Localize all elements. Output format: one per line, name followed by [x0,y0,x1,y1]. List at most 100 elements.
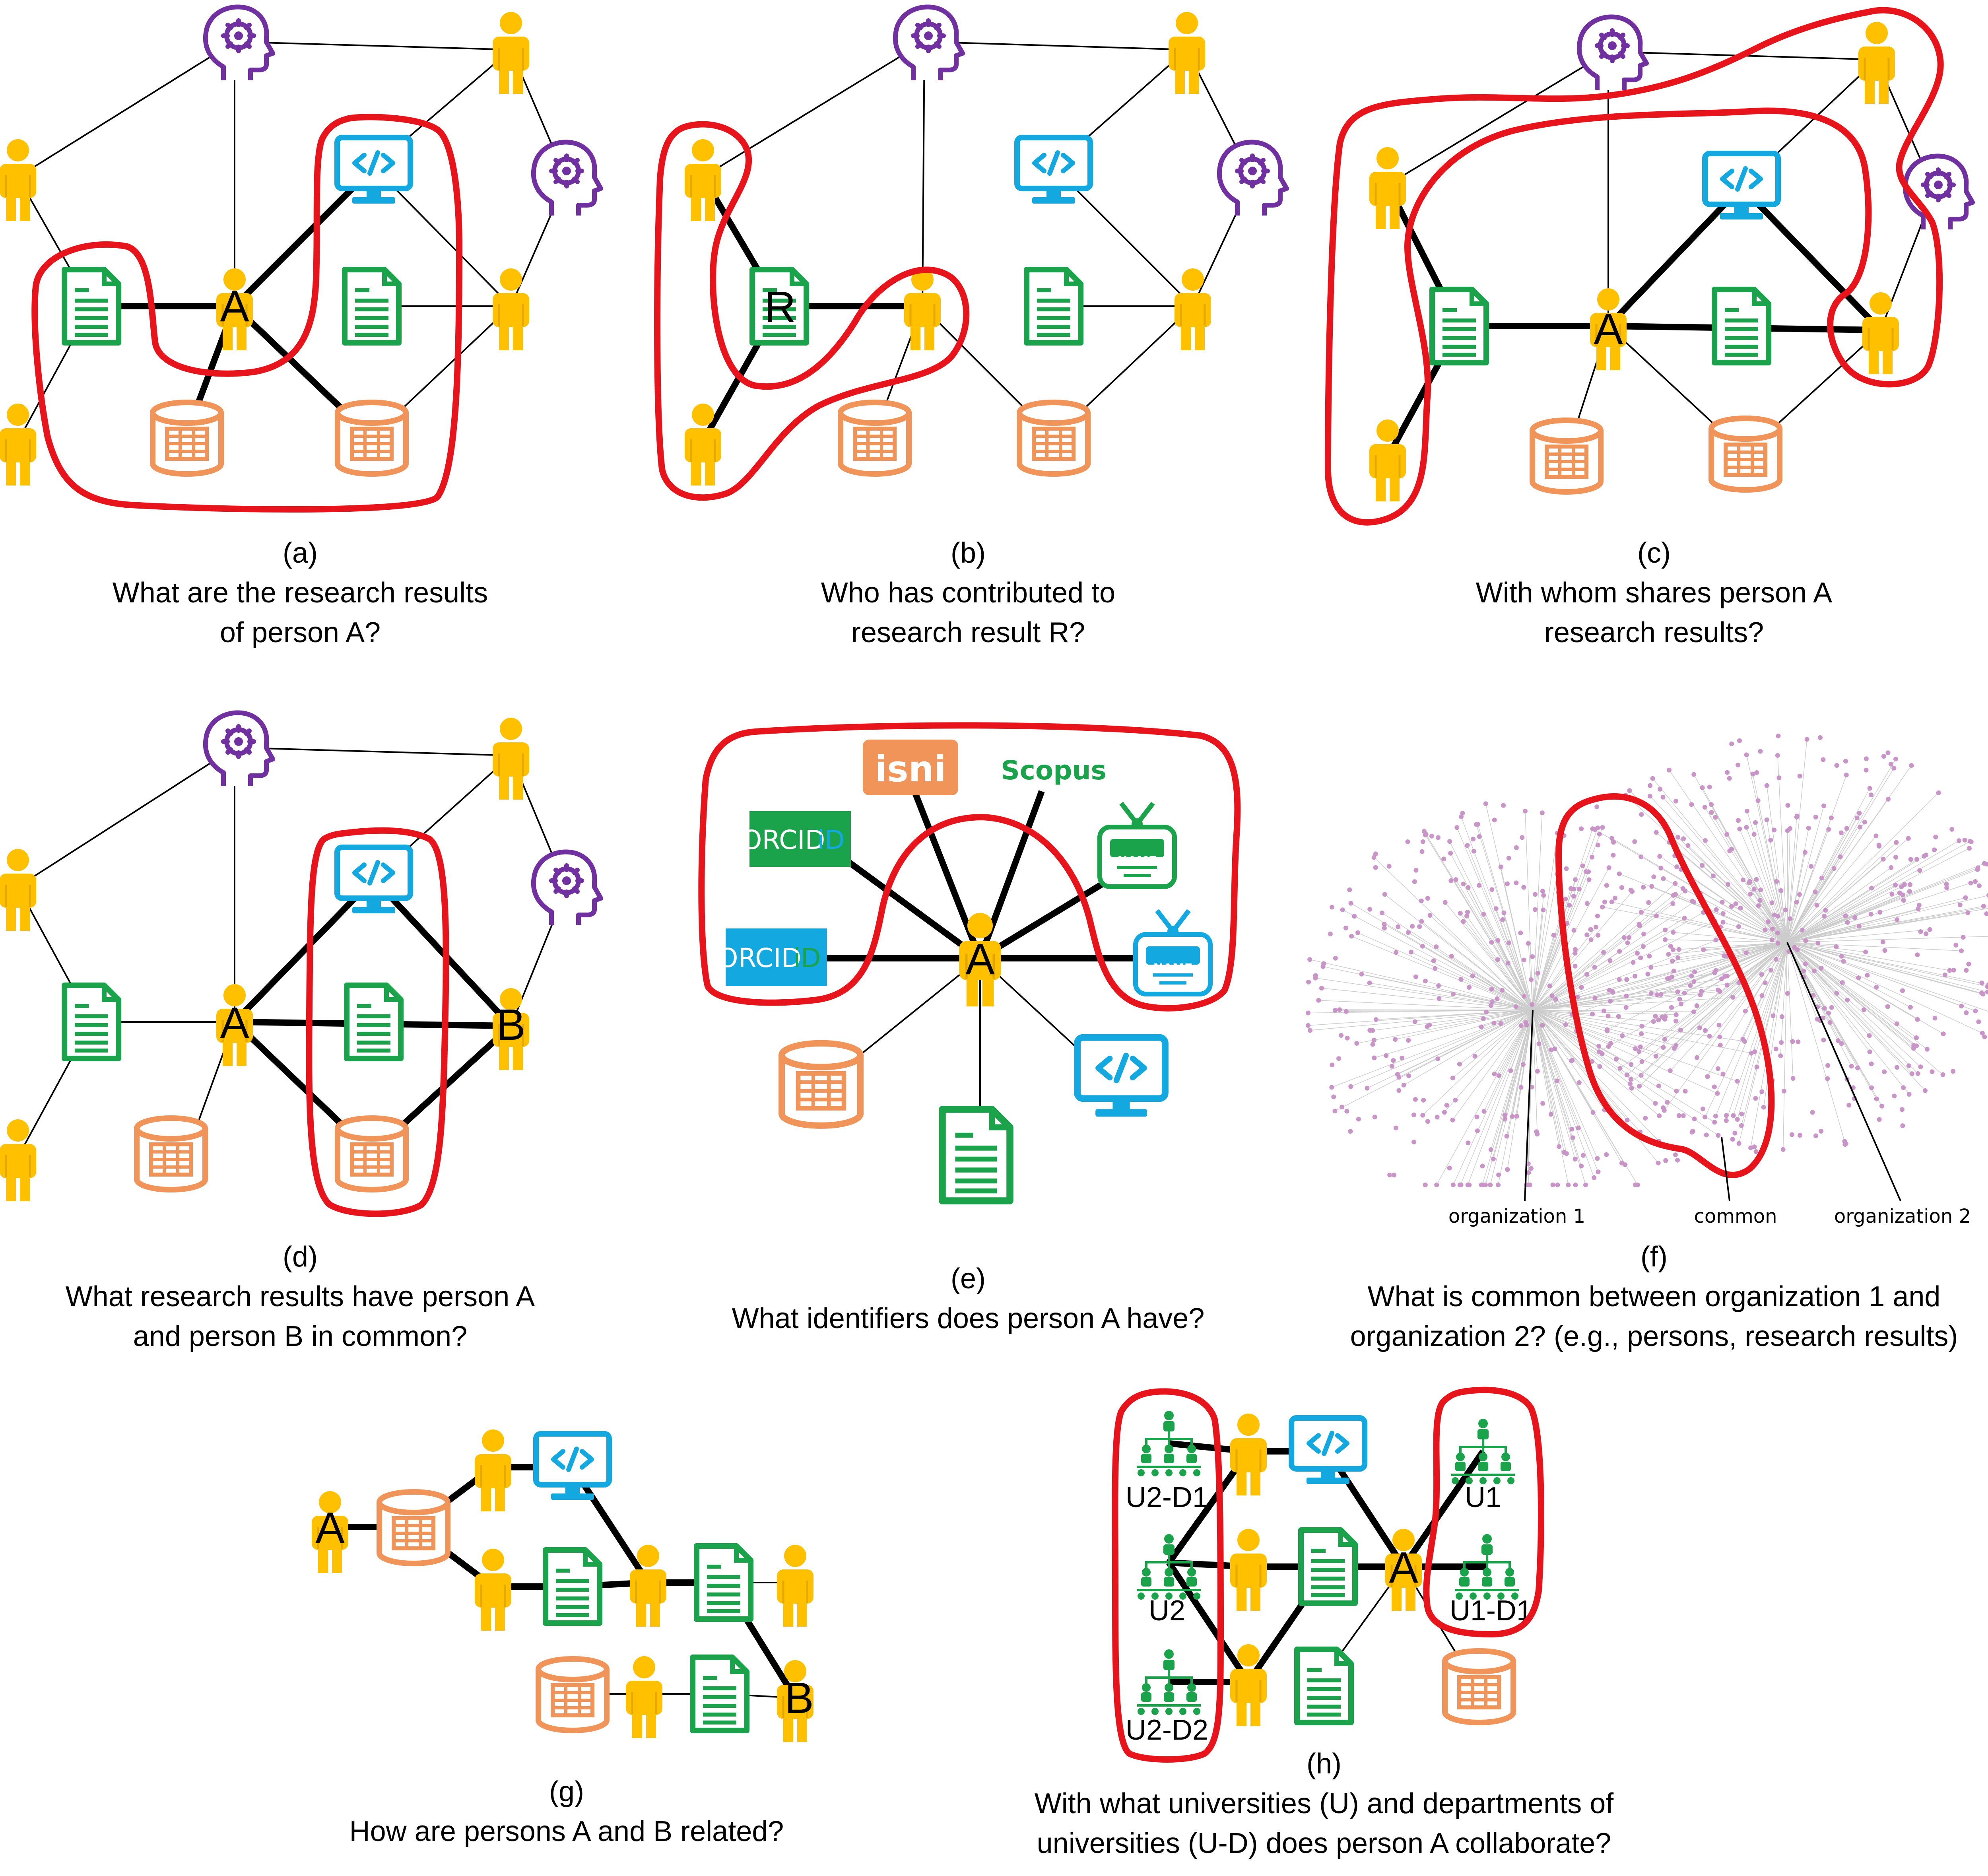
network-edge [1630,942,1788,1084]
network-node [1785,991,1790,996]
network-node [1753,1096,1758,1101]
network-node [1647,794,1652,799]
network-node [1923,1088,1928,1093]
network-node [1590,1012,1595,1017]
network-node [1528,1166,1534,1171]
network-node [1737,738,1742,743]
network-node [1328,931,1333,936]
network-node [1715,1066,1720,1071]
network-node [1631,960,1636,965]
network-node [1841,959,1846,964]
network-edge [1532,867,1609,1010]
network-edge [1787,942,1866,952]
network-node [1639,1031,1644,1037]
network-edge [1532,879,1576,1010]
network-node [1839,830,1844,835]
network-node [1813,814,1818,820]
network-node [1775,914,1780,919]
network-node [1682,990,1687,996]
panel-d-edges [17,747,567,1157]
network-node [1778,1053,1783,1058]
network-edge [1620,942,1788,1069]
network-node [1590,1059,1595,1064]
network-edge [1746,755,1788,943]
network-node [1681,836,1686,841]
network-node [1641,885,1646,890]
network-node [1720,1072,1726,1077]
network-node [1365,1086,1370,1091]
person-icon [0,849,36,931]
network-edge [1746,827,1788,943]
network-node [1373,851,1378,856]
document-icon [693,1657,747,1730]
network-node [1343,1009,1349,1014]
network-node [1881,856,1886,862]
network-node [1673,881,1678,886]
network-node [1707,1034,1712,1039]
network-node [1448,851,1453,856]
network-node [1688,983,1693,988]
panel-question-line: and person B in common? [133,1321,467,1352]
network-node [1661,1045,1666,1050]
network-node [1527,1183,1532,1187]
network-node [1707,785,1712,790]
network-node [1449,954,1454,959]
network-node [1602,1008,1606,1014]
network-edge [1750,942,1788,1148]
network-node [1906,836,1911,841]
network-node [1821,757,1826,762]
expert-icon [1579,17,1646,90]
network-node [1382,921,1387,926]
network-node [1770,926,1775,932]
network-node [1885,1004,1890,1009]
network-edge [1667,942,1788,979]
network-node [1725,770,1730,775]
network-node [1733,901,1738,906]
network-node [1736,924,1741,929]
network-node [1941,1031,1946,1037]
network-node [1573,1157,1578,1162]
network-edge [1787,942,1988,987]
network-edge [1532,1010,1594,1178]
network-node [1740,1037,1745,1042]
network-edge [1787,739,1807,943]
name-badge-icon [1100,803,1175,887]
org1-label: organization 1 [1448,1205,1585,1227]
network-node [1661,876,1666,881]
network-node [1789,1132,1794,1137]
network-node [1425,896,1430,901]
network-node [1553,997,1558,1002]
network-node [1713,815,1718,820]
network-node [1564,1151,1569,1156]
network-edge [1532,973,1715,1010]
network-node [1453,877,1458,882]
network-node [1863,950,1868,955]
network-node [1678,1027,1683,1033]
network-edge [1787,942,1988,985]
network-edge [1755,822,1788,943]
network-node [1712,1084,1717,1089]
network-node [1761,1105,1766,1110]
network-edge [1310,959,1533,1010]
network-node [1743,950,1749,955]
network-edge [1500,867,1533,1010]
network-node [1738,905,1743,911]
network-node [1535,971,1540,976]
network-node [1580,863,1585,868]
network-node [1458,977,1464,982]
network-node [1505,961,1510,966]
network-node [1745,808,1749,814]
network-node [1607,988,1612,993]
network-node [1570,1058,1575,1063]
network-node [1624,977,1629,982]
network-node [1911,1046,1916,1051]
network-node [1717,1034,1722,1039]
network-node [1917,868,1922,873]
panel-letter: (e) [951,1263,986,1295]
network-edge [1357,1010,1533,1044]
network-node [1656,1160,1661,1165]
network-node [1713,937,1718,942]
network-node [1809,864,1813,869]
network-node [1419,919,1424,924]
network-node [1724,1118,1729,1123]
